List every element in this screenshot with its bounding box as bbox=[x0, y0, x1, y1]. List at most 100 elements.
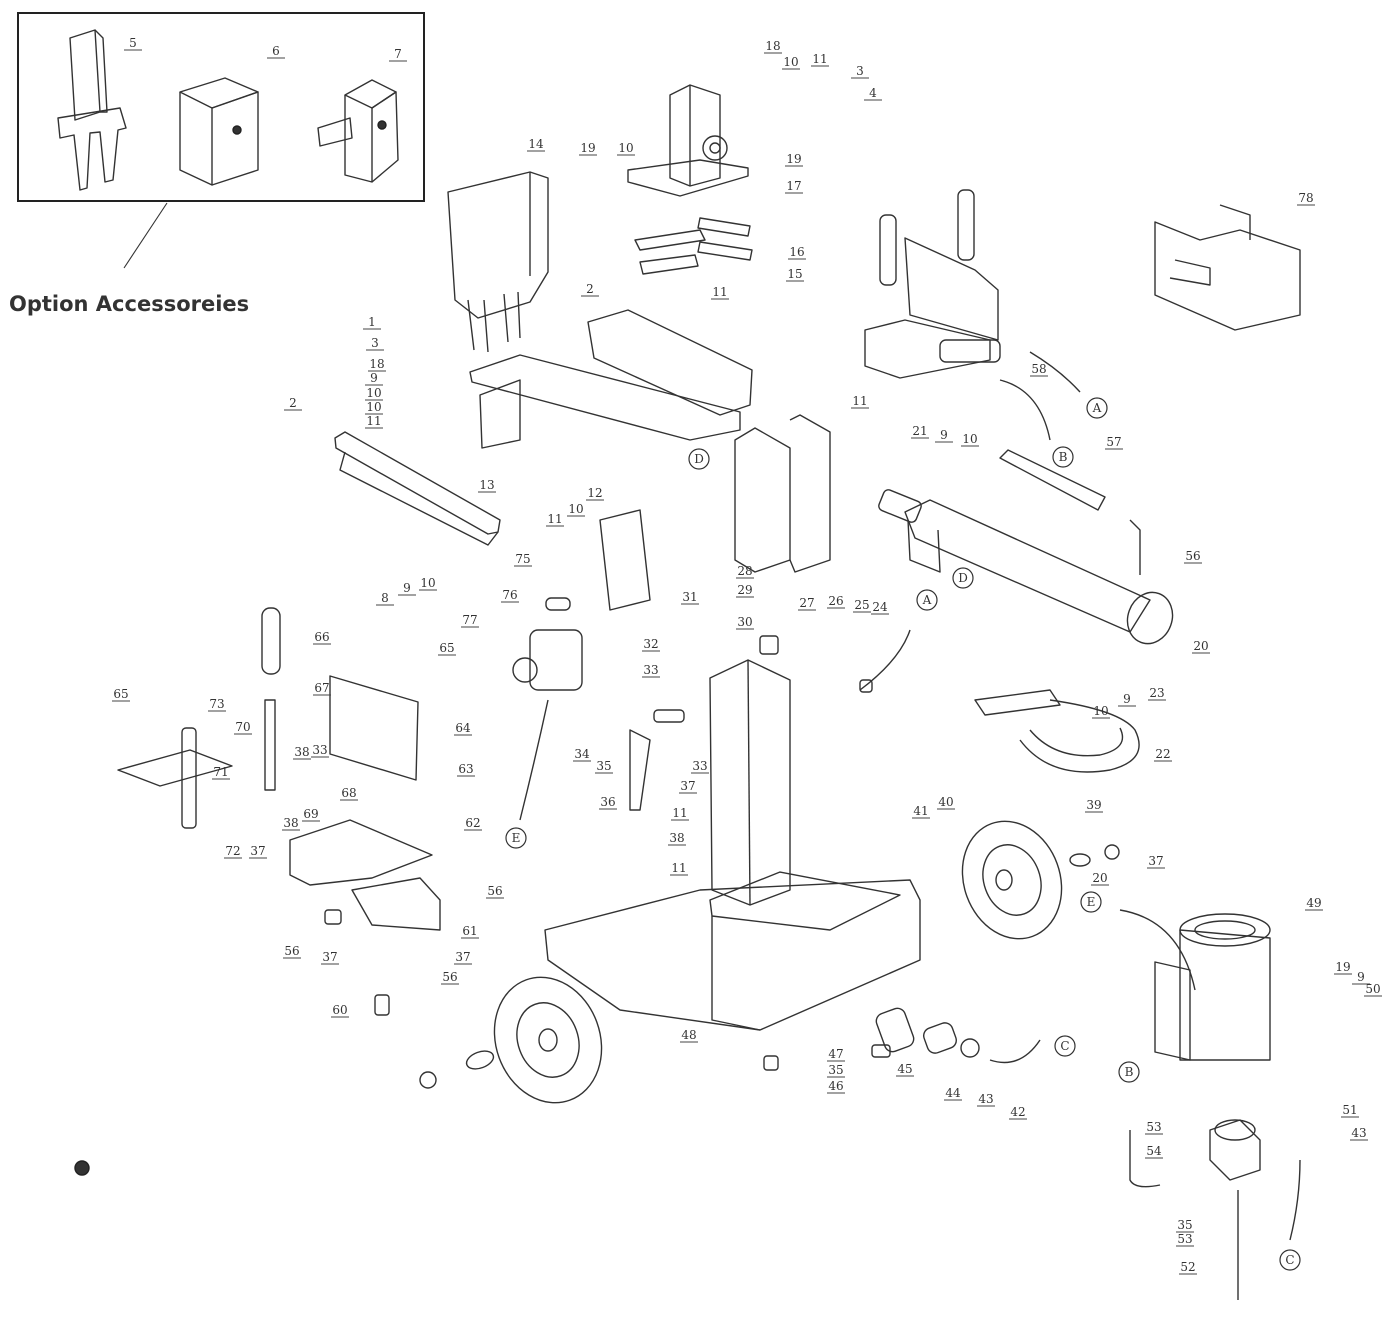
callout-number: 37 bbox=[250, 844, 265, 858]
callout-number: 38 bbox=[294, 745, 309, 759]
callout-number: 9 bbox=[370, 371, 378, 385]
part-electric-motor bbox=[1119, 909, 1271, 1061]
callout-number: 11 bbox=[671, 861, 686, 875]
callout-number: 16 bbox=[789, 245, 804, 259]
callout-71: 71 bbox=[212, 765, 230, 780]
callout-number: 11 bbox=[812, 52, 827, 66]
callout-number: 5 bbox=[129, 36, 137, 50]
callout-number: 2 bbox=[289, 396, 297, 410]
callout-number: 56 bbox=[487, 884, 502, 898]
callout-number: 28 bbox=[737, 564, 752, 578]
connector-letter: E bbox=[1087, 895, 1096, 909]
callout-number: 75 bbox=[515, 552, 530, 566]
callout-61: 61 bbox=[461, 924, 479, 939]
callout-73: 73 bbox=[208, 697, 226, 712]
connector-letter: C bbox=[1060, 1039, 1069, 1053]
callout-number: 27 bbox=[799, 596, 814, 610]
callout-number: 76 bbox=[502, 588, 517, 602]
part-right-wheel bbox=[961, 820, 1120, 940]
callout-15: 15 bbox=[786, 267, 804, 282]
callout-20: 20 bbox=[1091, 871, 1109, 886]
callout-number: 35 bbox=[828, 1063, 843, 1077]
callout-22: 22 bbox=[1154, 747, 1172, 762]
callout-17: 17 bbox=[785, 179, 803, 194]
callout-37: 37 bbox=[679, 779, 697, 794]
connector-circle bbox=[505, 827, 527, 849]
connector-letter: A bbox=[922, 593, 932, 607]
callout-number: 46 bbox=[828, 1079, 843, 1093]
callout-number: 58 bbox=[1031, 362, 1046, 376]
connector-letter: C bbox=[1285, 1253, 1294, 1267]
callout-52: 52 bbox=[1179, 1260, 1197, 1275]
callout-number: 29 bbox=[737, 583, 752, 597]
callout-64: 64 bbox=[454, 721, 472, 736]
callout-11: 11 bbox=[365, 414, 383, 429]
callout-number: 37 bbox=[1148, 854, 1163, 868]
callout-11: 11 bbox=[711, 285, 729, 300]
callout-number: 39 bbox=[1086, 798, 1101, 812]
part-coupling-set bbox=[763, 1007, 1041, 1071]
callout-number: 9 bbox=[940, 428, 948, 442]
part-hydraulic-pump bbox=[1129, 1119, 1301, 1300]
callout-11: 11 bbox=[670, 861, 688, 876]
callout-number: 3 bbox=[856, 64, 864, 78]
callout-20: 20 bbox=[1192, 639, 1210, 654]
callout-number: 44 bbox=[945, 1086, 961, 1100]
callout-number: 10 bbox=[783, 55, 798, 69]
callout-number: 43 bbox=[1351, 1126, 1366, 1140]
callout-29: 29 bbox=[736, 583, 754, 598]
callout-10: 10 bbox=[1092, 704, 1110, 719]
callout-60: 60 bbox=[331, 1003, 349, 1018]
callout-56: 56 bbox=[441, 970, 459, 985]
callout-number: 3 bbox=[371, 336, 379, 350]
connector-B: B bbox=[1118, 1061, 1140, 1083]
callout-number: 15 bbox=[787, 267, 802, 281]
callout-45: 45 bbox=[896, 1062, 914, 1077]
callout-28: 28 bbox=[736, 564, 754, 579]
callout-number: 10 bbox=[568, 502, 583, 516]
callout-number: 69 bbox=[303, 807, 318, 821]
callout-13: 13 bbox=[478, 478, 496, 493]
part-bracket-78 bbox=[1154, 204, 1301, 331]
connector-A: A bbox=[916, 589, 938, 611]
callout-65: 65 bbox=[438, 641, 456, 656]
callout-38: 38 bbox=[293, 745, 311, 760]
callout-35: 35 bbox=[827, 1063, 845, 1078]
callout-number: 23 bbox=[1149, 686, 1164, 700]
connector-E: E bbox=[505, 827, 527, 849]
callout-number: 65 bbox=[113, 687, 128, 701]
callout-19: 19 bbox=[579, 141, 597, 156]
callout-number: 63 bbox=[458, 762, 473, 776]
part-tow-handle bbox=[974, 689, 1140, 773]
callout-number: 10 bbox=[366, 386, 381, 400]
connector-letter: D bbox=[694, 452, 704, 466]
callout-number: 12 bbox=[587, 486, 602, 500]
callout-50: 50 bbox=[1364, 982, 1382, 997]
part-left-wheel bbox=[419, 976, 603, 1104]
callout-21: 21 bbox=[911, 424, 929, 439]
connector-letter: A bbox=[1092, 401, 1102, 415]
part-left-valve-section bbox=[117, 607, 441, 931]
callout-10: 10 bbox=[365, 386, 383, 401]
connector-circle bbox=[688, 448, 710, 470]
callout-number: 61 bbox=[462, 924, 477, 938]
callout-38: 38 bbox=[668, 831, 686, 846]
callout-number: 11 bbox=[547, 512, 562, 526]
callout-66: 66 bbox=[313, 630, 331, 645]
connector-letter: D bbox=[958, 571, 968, 585]
callout-number: 38 bbox=[283, 816, 298, 830]
callout-56: 56 bbox=[486, 884, 504, 899]
connector-circle bbox=[952, 567, 974, 589]
callout-46: 46 bbox=[827, 1079, 845, 1094]
callout-number: 26 bbox=[828, 594, 843, 608]
part-upright-column bbox=[709, 414, 831, 906]
callout-38: 38 bbox=[282, 816, 300, 831]
callout-number: 62 bbox=[465, 816, 480, 830]
callout-number: 33 bbox=[692, 759, 707, 773]
part-push-plate bbox=[447, 171, 549, 353]
option-accessories-box bbox=[17, 12, 425, 202]
callout-number: 49 bbox=[1306, 896, 1321, 910]
callout-number: 9 bbox=[1357, 970, 1365, 984]
callout-number: 78 bbox=[1298, 191, 1313, 205]
callout-number: 22 bbox=[1155, 747, 1170, 761]
